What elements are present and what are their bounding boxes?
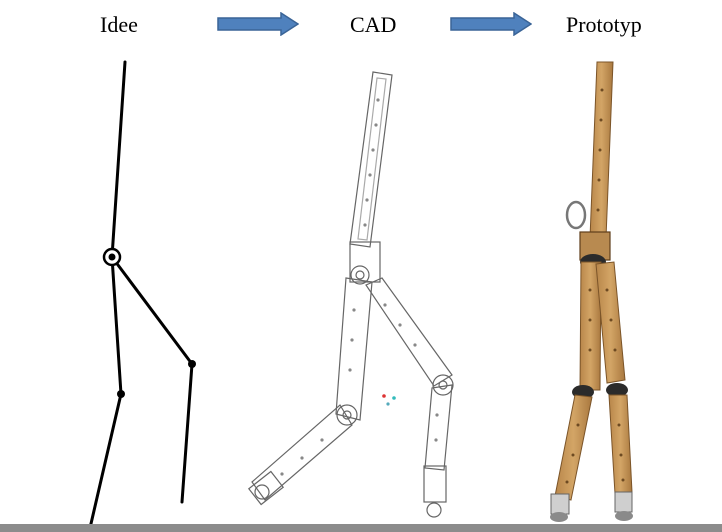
proto-left-shank bbox=[555, 395, 592, 500]
proto-left-foot bbox=[550, 512, 568, 522]
proto-right-foot bbox=[615, 511, 633, 521]
ring-handle-icon bbox=[567, 202, 585, 228]
ground-line bbox=[0, 524, 722, 532]
proto-right-shank bbox=[609, 395, 632, 494]
